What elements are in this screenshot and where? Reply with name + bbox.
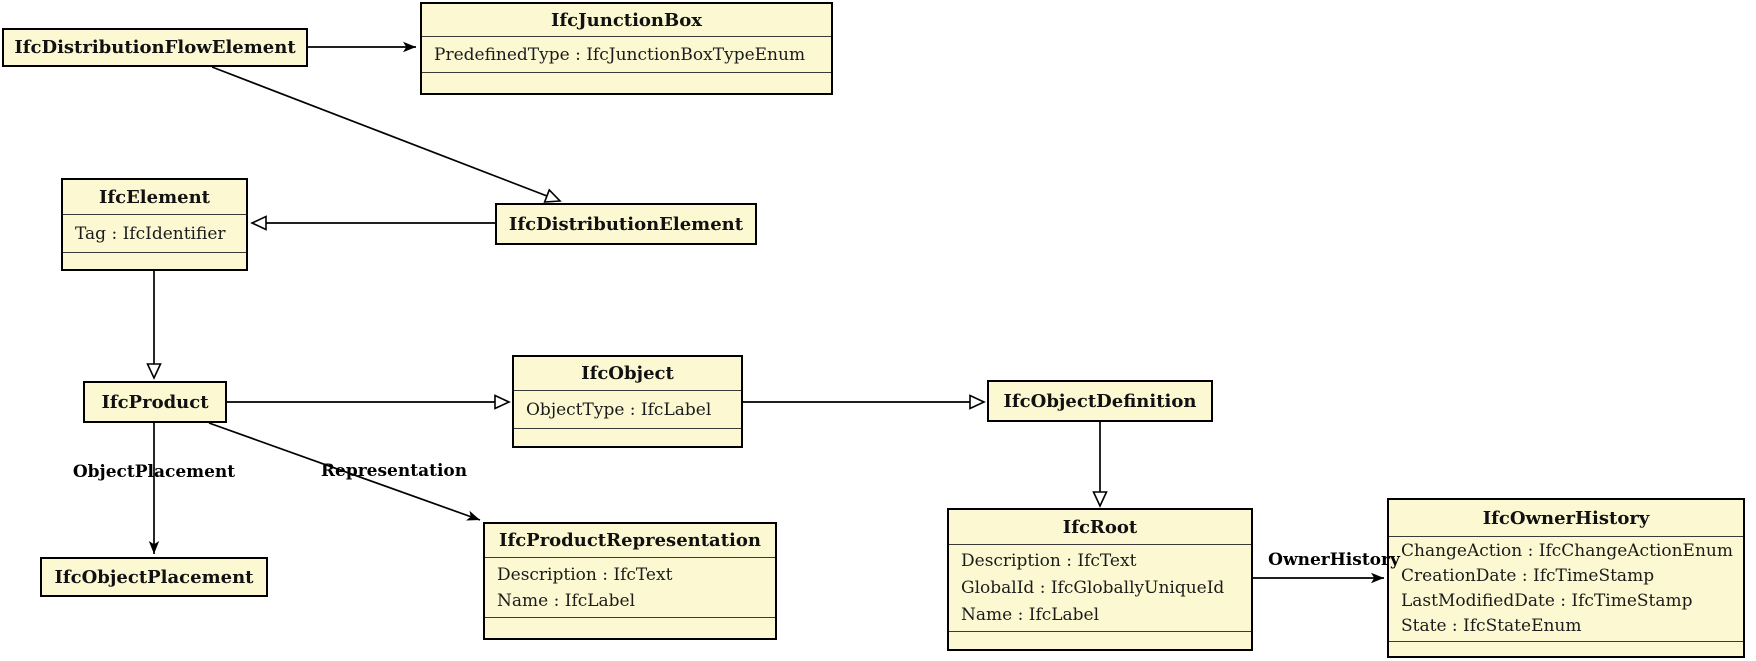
class-title: IfcProductRepresentation [499,530,761,551]
attribute: Name : IfcLabel [961,604,1100,625]
attribute: CreationDate : IfcTimeStamp [1401,566,1655,586]
class-ifc-object[interactable]: IfcObject ObjectType : IfcLabel [512,355,743,448]
class-attributes: PredefinedType : IfcJunctionBoxTypeEnum [422,36,831,72]
class-operations-empty [949,631,1251,649]
class-attributes: Description : IfcText GlobalId : IfcGlob… [949,544,1251,631]
attribute: PredefinedType : IfcJunctionBoxTypeEnum [434,44,806,65]
class-operations-empty [485,617,775,638]
edge-label-object-placement: ObjectPlacement [72,462,236,482]
attribute: GlobalId : IfcGloballyUniqueId [961,577,1225,598]
attribute: ChangeAction : IfcChangeActionEnum [1401,541,1733,561]
class-ifc-distribution-flow-element[interactable]: IfcDistributionFlowElement [2,28,308,67]
class-title: IfcDistributionFlowElement [14,37,296,58]
class-attributes: Tag : IfcIdentifier [63,214,246,252]
class-operations-empty [422,72,831,93]
class-attributes: Description : IfcText Name : IfcLabel [485,557,775,617]
class-attributes: ChangeAction : IfcChangeActionEnum Creat… [1389,536,1743,641]
edge-label-owner-history: OwnerHistory [1268,550,1400,570]
class-title: IfcElement [98,186,211,208]
class-operations-empty [63,252,246,269]
attribute: State : IfcStateEnum [1401,616,1582,636]
class-title: IfcProduct [101,391,209,413]
class-title: IfcObjectDefinition [1003,390,1197,412]
attribute: Name : IfcLabel [497,590,636,611]
attribute: LastModifiedDate : IfcTimeStamp [1401,591,1693,611]
class-ifc-root[interactable]: IfcRoot Description : IfcText GlobalId :… [947,508,1253,651]
class-ifc-distribution-element[interactable]: IfcDistributionElement [495,203,757,245]
class-operations-empty [1389,641,1743,657]
class-ifc-object-placement[interactable]: IfcObjectPlacement [40,557,268,597]
attribute: Description : IfcText [497,564,673,585]
class-ifc-product-representation[interactable]: IfcProductRepresentation Description : I… [483,522,777,640]
class-title: IfcObjectPlacement [54,566,254,588]
edge-inherit-distflowelement-distributionelement [211,66,562,203]
attribute: Tag : IfcIdentifier [75,223,226,244]
edge-label-representation: Representation [320,461,468,481]
class-title: IfcDistributionElement [508,213,744,235]
class-ifc-object-definition[interactable]: IfcObjectDefinition [987,380,1213,422]
class-ifc-junction-box[interactable]: IfcJunctionBox PredefinedType : IfcJunct… [420,2,833,95]
class-attributes: ObjectType : IfcLabel [514,390,741,428]
class-ifc-product[interactable]: IfcProduct [83,381,227,423]
class-operations-empty [514,428,741,446]
class-title: IfcOwnerHistory [1482,507,1650,529]
class-ifc-owner-history[interactable]: IfcOwnerHistory ChangeAction : IfcChange… [1387,498,1745,658]
attribute: Description : IfcText [961,550,1137,571]
class-title: IfcObject [581,363,674,384]
class-title: IfcRoot [1062,516,1138,538]
attribute: ObjectType : IfcLabel [526,399,712,420]
class-ifc-element[interactable]: IfcElement Tag : IfcIdentifier [61,178,248,271]
class-title: IfcJunctionBox [551,9,702,31]
edge-assoc-product-productrepresentation [208,422,481,521]
